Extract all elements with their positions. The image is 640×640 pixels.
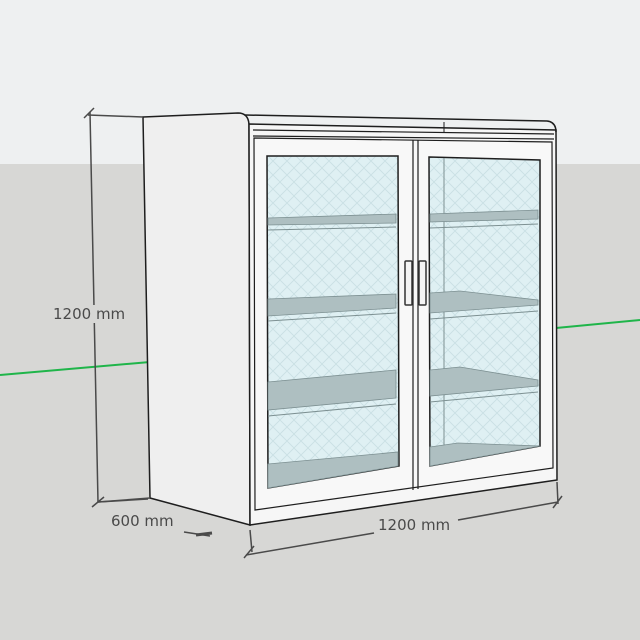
shelf — [267, 293, 397, 317]
left-door-handle[interactable] — [404, 260, 413, 306]
green-axis-line-right — [555, 319, 640, 329]
shelf — [429, 442, 541, 467]
width-dimension-label: 1200 mm — [378, 516, 451, 534]
depth-dimension-label: 600 mm — [111, 512, 174, 530]
height-dimension-label: 1200 mm — [53, 305, 126, 323]
shelf — [429, 366, 539, 397]
shelf — [267, 213, 397, 226]
green-axis-line — [0, 361, 151, 376]
shelf — [429, 290, 539, 314]
right-door-handle[interactable] — [418, 260, 427, 306]
left-door[interactable] — [266, 155, 400, 489]
width-dimension — [243, 481, 563, 559]
right-door[interactable] — [428, 156, 541, 467]
shelf — [267, 451, 399, 489]
depth-dimension — [97, 498, 253, 553]
shelf — [267, 369, 397, 411]
cabinet-side-panel — [142, 112, 251, 526]
shelf — [429, 209, 539, 223]
